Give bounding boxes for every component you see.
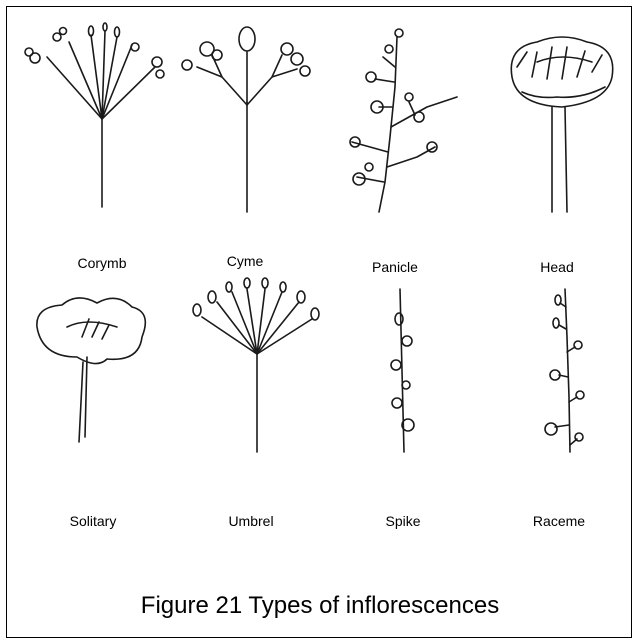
label-panicle: Panicle bbox=[325, 259, 465, 275]
raceme-drawing bbox=[545, 289, 584, 452]
cyme-drawing bbox=[182, 27, 310, 212]
head-drawing bbox=[511, 37, 612, 212]
figure-caption: Figure 21 Types of inflorescences bbox=[7, 592, 633, 620]
figure-frame: Corymb Cyme Panicle Head Solitary Umbrel… bbox=[6, 6, 632, 638]
label-raceme: Raceme bbox=[489, 513, 629, 529]
corymb-drawing bbox=[25, 23, 164, 207]
label-corymb: Corymb bbox=[32, 255, 172, 271]
label-umbrel: Umbrel bbox=[181, 513, 321, 529]
label-spike: Spike bbox=[333, 513, 473, 529]
label-head: Head bbox=[487, 259, 627, 275]
panicle-drawing bbox=[350, 29, 457, 212]
umbrel-drawing bbox=[193, 278, 319, 452]
inflorescence-drawings bbox=[7, 7, 633, 639]
spike-drawing bbox=[391, 289, 414, 452]
label-cyme: Cyme bbox=[175, 253, 315, 269]
solitary-drawing bbox=[37, 298, 145, 442]
label-solitary: Solitary bbox=[23, 513, 163, 529]
